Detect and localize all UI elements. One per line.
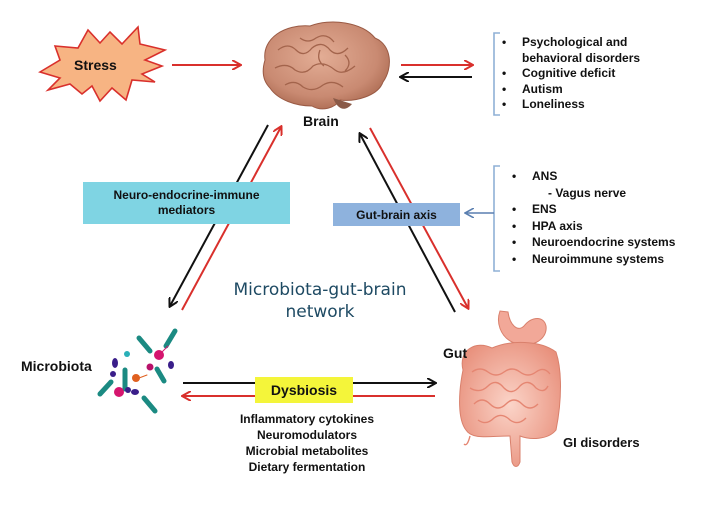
axis-component-item: •ANS	[512, 169, 558, 183]
network-title-line1: Microbiota-gut-brain	[233, 280, 407, 300]
bullet-icon: •	[502, 97, 507, 111]
microbiota-illustration	[97, 328, 178, 414]
gut-brain-axis-box: Gut-brain axis	[333, 203, 460, 226]
gut-illustration	[459, 310, 561, 467]
axis-component-subitem: - Vagus nerve	[548, 185, 627, 200]
neuro-endocrine-immune-line1: Neuro-endocrine-immune	[113, 188, 260, 202]
dysbiosis-factor: Inflammatory cytokines	[239, 412, 375, 426]
axis-component-item: •Neuroendocrine systems	[512, 235, 676, 249]
gut-label: Gut	[443, 345, 468, 361]
bullet-icon: •	[512, 235, 517, 249]
stress-starburst	[38, 25, 168, 103]
dysbiosis-factor: Neuromodulators	[256, 428, 357, 442]
dysbiosis-factor: Microbial metabolites	[245, 444, 369, 458]
outcomes-bracket	[493, 32, 500, 116]
gut-brain-axis-label: Gut-brain axis	[356, 207, 437, 222]
brain-outcome-item: •Autism	[502, 81, 563, 96]
network-title-line2: network	[285, 302, 355, 322]
brain-label: Brain	[303, 113, 339, 129]
dysbiosis-factor: Dietary fermentation	[248, 460, 366, 474]
brain-outcome-item: •Loneliness	[502, 97, 585, 111]
microbiota-label: Microbiota	[21, 358, 92, 374]
network-title: Microbiota-gut-brain network	[220, 279, 420, 323]
bullet-icon: •	[512, 169, 517, 183]
neuro-endocrine-immune-box: Neuro-endocrine-immune mediators	[83, 182, 290, 224]
axis-components-bracket	[493, 165, 500, 272]
bullet-icon: •	[512, 218, 517, 233]
bullet-icon: •	[512, 251, 517, 266]
bullet-icon: •	[502, 35, 507, 49]
axis-components-list: •ANS - Vagus nerve •ENS •HPA axis •Neuro…	[510, 168, 725, 267]
dysbiosis-factors-list: Inflammatory cytokines Neuromodulators M…	[212, 411, 402, 475]
bullet-icon: •	[502, 81, 507, 96]
bullet-icon: •	[512, 202, 517, 216]
brain-illustration	[262, 21, 390, 110]
axis-component-item: •Neuroimmune systems	[512, 251, 665, 266]
neuro-endocrine-immune-line2: mediators	[157, 203, 216, 217]
brain-outcome-item-continued: behavioral disorders	[522, 50, 641, 65]
brain-outcome-item: •Psychological and	[502, 35, 628, 49]
dysbiosis-label: Dysbiosis	[270, 382, 338, 398]
bullet-icon: •	[502, 66, 507, 80]
gi-disorders-label: GI disorders	[563, 435, 640, 450]
stress-label: Stress	[74, 57, 117, 73]
brain-outcomes-list: •Psychological and behavioral disorders …	[500, 35, 720, 113]
dysbiosis-box: Dysbiosis	[255, 377, 353, 403]
axis-component-item: •ENS	[512, 202, 557, 216]
brain-outcome-item: •Cognitive deficit	[502, 66, 616, 80]
axis-component-item: •HPA axis	[512, 218, 583, 233]
